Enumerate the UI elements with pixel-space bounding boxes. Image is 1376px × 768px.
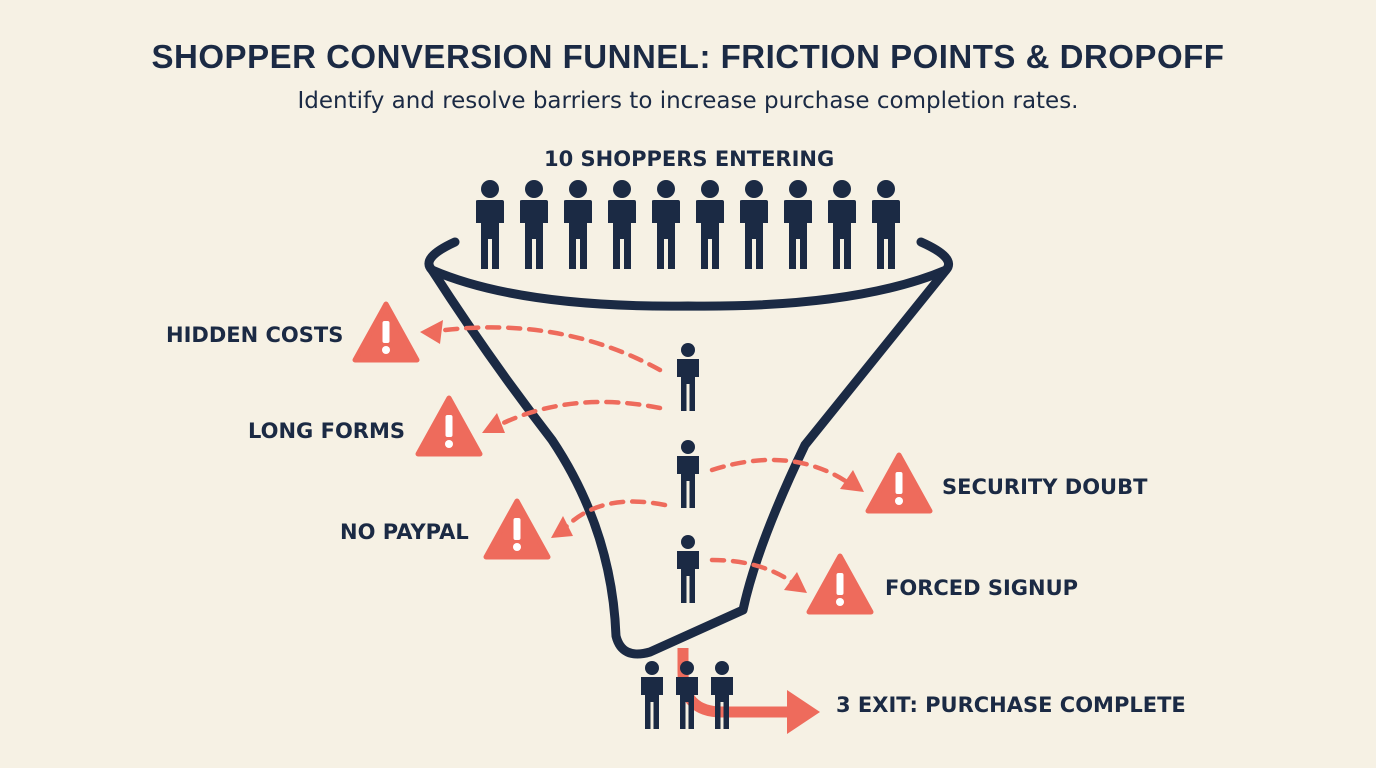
friction-warnings <box>355 304 930 612</box>
warning-icon <box>355 304 417 360</box>
warning-icon <box>868 455 930 511</box>
shopper-icon <box>677 343 699 411</box>
arrowhead-icon <box>840 470 864 492</box>
shopper-icon <box>828 180 856 269</box>
shoppers-in-funnel <box>677 343 699 603</box>
friction-label-no-paypal: NO PAYPAL <box>340 520 469 544</box>
page-title: SHOPPER CONVERSION FUNNEL: FRICTION POIN… <box>151 38 1225 75</box>
arrowhead-icon <box>420 320 443 344</box>
funnel-outline <box>424 237 953 659</box>
exit-flow <box>677 648 820 734</box>
warning-icon <box>418 398 480 454</box>
shopper-icon <box>652 180 680 269</box>
entering-shoppers <box>476 180 900 269</box>
exiting-shoppers <box>641 661 733 729</box>
friction-label-security-doubt: SECURITY DOUBT <box>942 475 1148 499</box>
shopper-icon <box>641 661 663 729</box>
shopper-icon <box>564 180 592 269</box>
shopper-icon <box>520 180 548 269</box>
exit-label: 3 EXIT: PURCHASE COMPLETE <box>836 693 1186 717</box>
entry-label: 10 SHOPPERS ENTERING <box>544 147 835 171</box>
dropoff-path-forced-signup <box>709 557 795 585</box>
arrowhead-icon <box>551 516 573 538</box>
shopper-icon <box>677 535 699 603</box>
shopper-icon <box>711 661 733 729</box>
exit-arrow-shaft <box>677 648 790 718</box>
friction-label-long-forms: LONG FORMS <box>248 419 405 443</box>
shopper-icon <box>696 180 724 269</box>
warning-icon <box>809 556 871 612</box>
page-subtitle: Identify and resolve barriers to increas… <box>297 88 1079 114</box>
funnel-rim <box>424 237 953 311</box>
dropoff-path-no-paypal <box>562 499 668 531</box>
exit-arrow-icon <box>787 690 820 734</box>
funnel-body <box>427 265 951 659</box>
arrowhead-icon <box>784 572 807 593</box>
dropoff-path-hidden-costs <box>434 325 663 373</box>
warning-icon <box>486 501 548 557</box>
friction-label-forced-signup: FORCED SIGNUP <box>885 576 1079 600</box>
shopper-icon <box>476 180 504 269</box>
shopper-icon <box>784 180 812 269</box>
dropoff-arrowheads <box>420 320 864 593</box>
dropoff-path-long-forms <box>494 399 663 429</box>
shopper-icon <box>872 180 900 269</box>
shopper-icon <box>677 440 699 508</box>
shopper-icon <box>608 180 636 269</box>
arrowhead-icon <box>482 413 505 433</box>
dropoff-arrows <box>434 325 850 585</box>
dropoff-path-security-doubt <box>709 457 850 485</box>
shopper-icon <box>740 180 768 269</box>
friction-label-hidden-costs: HIDDEN COSTS <box>166 323 344 347</box>
